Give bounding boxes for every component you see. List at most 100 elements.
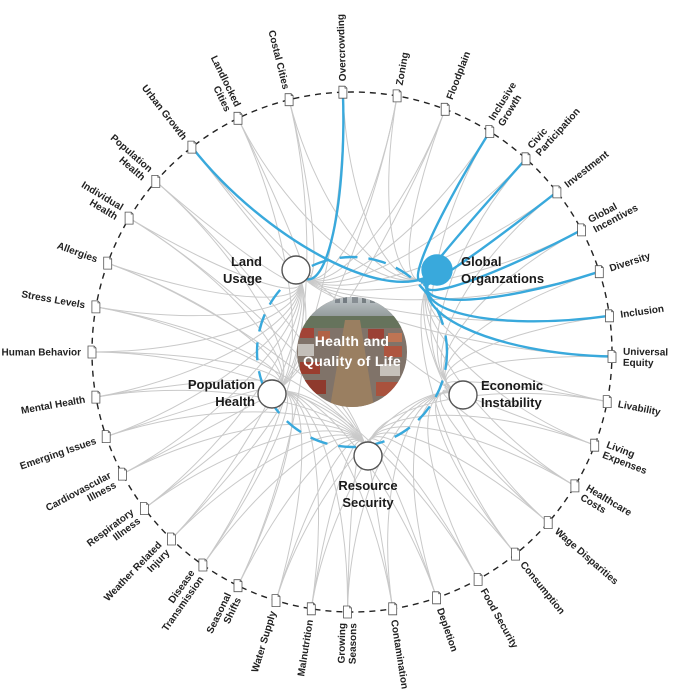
hub-label-line: Global — [461, 254, 501, 269]
document-icon — [594, 265, 604, 279]
leaf-label-weather-related-injury: Weather RelatedInjury — [102, 540, 172, 612]
hub-node-circle — [448, 380, 478, 410]
leaf-node-disease-transmission[interactable] — [198, 558, 208, 572]
leaf-node-growing-seasons[interactable] — [343, 605, 352, 619]
document-icon — [543, 516, 553, 529]
leaf-node-weather-related-injury[interactable] — [166, 532, 176, 546]
leaf-node-stress-levels[interactable] — [91, 300, 101, 314]
leaf-label-line: Growing — [337, 623, 349, 664]
leaf-label-line: Livability — [617, 399, 662, 418]
leaf-label-inclusive-growth: InclusiveGrowth — [487, 80, 529, 128]
leaf-node-living-expenses[interactable] — [590, 438, 600, 452]
leaf-node-human-behavior[interactable] — [87, 345, 97, 359]
document-icon — [552, 185, 562, 199]
leaf-node-emerging-issues[interactable] — [101, 430, 111, 444]
leaf-node-inclusion[interactable] — [605, 309, 614, 323]
leaf-node-seasonal-shifts[interactable] — [233, 579, 243, 593]
document-fold — [107, 430, 111, 433]
link-cardiovascular-illness-resource — [122, 423, 369, 475]
document-fold — [109, 257, 112, 260]
document-icon — [590, 438, 600, 452]
leaf-node-floodplain[interactable] — [440, 102, 450, 116]
leaf-label-overcrowding: Overcrowding — [336, 14, 349, 82]
leaf-label-population-health: PopulationHealth — [101, 133, 154, 184]
document-icon — [187, 140, 197, 154]
leaf-node-allergies[interactable] — [103, 256, 113, 270]
document-icon — [124, 211, 134, 225]
document-fold — [438, 591, 441, 595]
leaf-node-individual-health[interactable] — [124, 211, 134, 225]
leaf-node-food-security[interactable] — [473, 573, 483, 586]
leaf-node-depletion[interactable] — [432, 591, 442, 605]
leaf-node-water-supply[interactable] — [271, 594, 281, 607]
leaf-node-inclusive-growth[interactable] — [485, 125, 495, 138]
leaf-node-landlocked-cities[interactable] — [233, 111, 243, 125]
leaf-node-respiratory-illness[interactable] — [139, 502, 149, 515]
link-global-incentives-econ — [443, 229, 582, 396]
leaf-node-mental-health[interactable] — [91, 390, 101, 404]
leaf-label-line: Costal Cities — [265, 29, 290, 91]
leaf-node-diversity[interactable] — [594, 265, 604, 279]
document-fold — [239, 579, 242, 583]
leaf-label-depletion: Depletion — [434, 607, 459, 654]
leaf-label-floodplain: Floodplain — [445, 50, 473, 101]
document-icon — [139, 502, 149, 515]
document-fold — [97, 300, 100, 304]
document-fold — [398, 89, 402, 93]
leaf-node-civic-participation[interactable] — [521, 152, 531, 166]
link-respiratory-illness-pop — [144, 389, 284, 509]
document-icon — [271, 594, 281, 607]
document-icon — [607, 350, 617, 363]
center-photo — [297, 297, 407, 407]
leaf-node-zoning[interactable] — [392, 89, 402, 103]
hub-label-line: Organzations — [461, 271, 544, 286]
leaf-node-healthcare-costs[interactable] — [570, 479, 580, 493]
leaf-node-urban-growth[interactable] — [187, 140, 197, 154]
leaf-node-overcrowding[interactable] — [338, 85, 348, 99]
leaf-label-cardiovascular-illness: CardiovascularIllness — [44, 470, 119, 524]
link-cardiovascular-illness-pop — [122, 388, 283, 475]
leaf-label-line: Depletion — [434, 607, 459, 654]
leaf-label-human-behavior: Human Behavior — [2, 348, 82, 359]
document-fold — [558, 185, 561, 189]
leaf-label-line: Stress Levels — [20, 289, 86, 311]
leaf-node-wage-disparities[interactable] — [543, 516, 553, 529]
leaf-label-line: Overcrowding — [336, 14, 349, 82]
document-icon — [577, 223, 586, 237]
leaf-node-contamination[interactable] — [388, 602, 398, 616]
leaf-node-costal-cities[interactable] — [284, 93, 294, 107]
document-icon — [392, 89, 402, 103]
document-icon — [284, 93, 294, 107]
link-emerging-issues-resource — [106, 411, 369, 457]
leaf-node-consumption[interactable] — [511, 547, 520, 561]
leaf-node-global-incentives[interactable] — [577, 223, 586, 237]
leaf-label-global-incentives: GlobalIncentives — [587, 193, 641, 236]
leaf-label-food-security: Food Security — [478, 587, 520, 651]
leaf-label-line: Mental Health — [20, 395, 86, 417]
link-healthcare-costs-econ — [442, 389, 576, 487]
document-fold — [157, 175, 160, 178]
document-icon — [570, 479, 580, 493]
leaf-label-inclusion: Inclusion — [620, 304, 665, 321]
leaf-node-malnutrition[interactable] — [306, 602, 316, 616]
link-consumption-global — [420, 269, 516, 555]
leaf-node-investment[interactable] — [552, 185, 562, 199]
leaf-label-line: Diversity — [608, 251, 652, 275]
hub-label-line: Resource — [338, 478, 397, 493]
document-icon — [91, 300, 101, 314]
leaf-label-landlocked-cities: LandlockedCities — [198, 54, 242, 114]
leaf-node-universal-equity[interactable] — [607, 350, 617, 363]
leaf-node-population-health[interactable] — [151, 174, 161, 188]
leaf-label-universal-equity: UniversalEquity — [623, 347, 669, 370]
document-icon — [388, 602, 398, 616]
leaf-node-cardiovascular-illness[interactable] — [118, 467, 127, 481]
leaf-node-livability[interactable] — [602, 395, 612, 409]
